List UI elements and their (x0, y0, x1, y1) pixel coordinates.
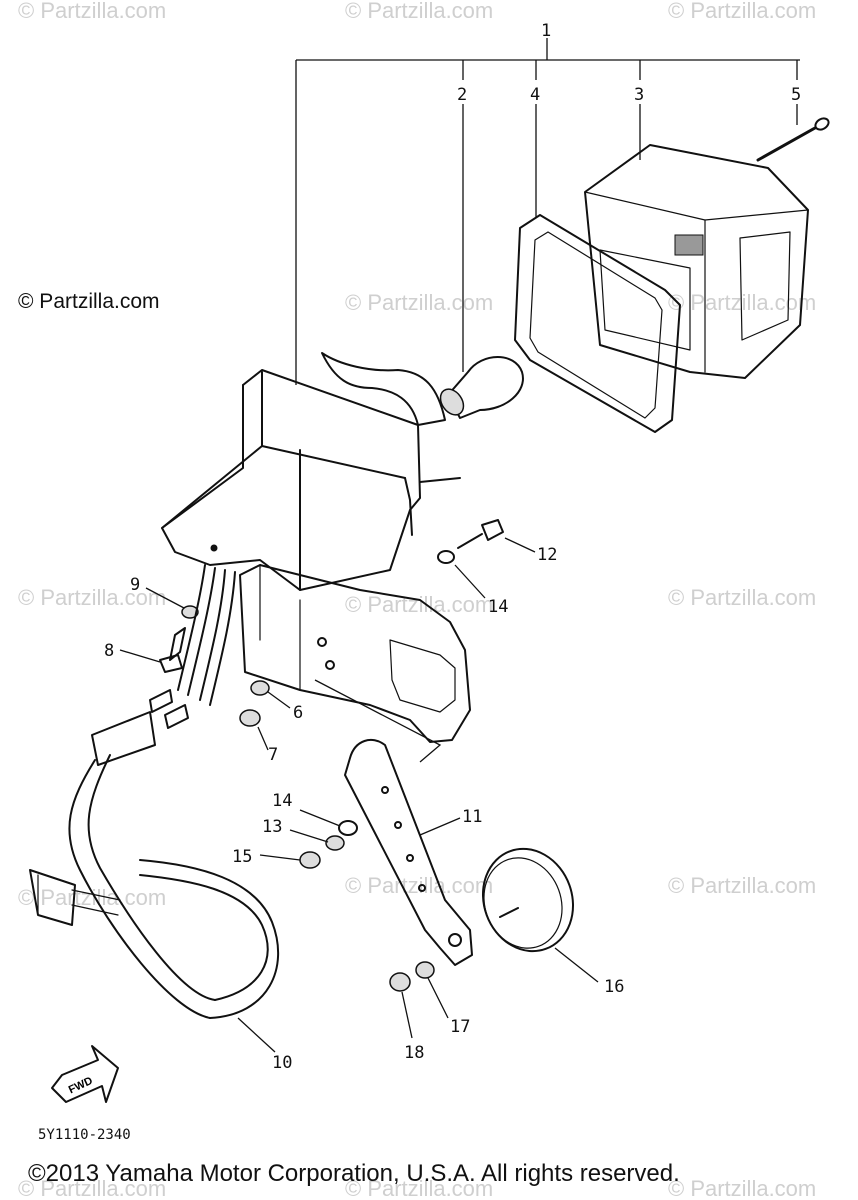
watermark: © Partzilla.com (668, 1176, 816, 1200)
callout-5: 5 (791, 85, 801, 105)
reflector-bracket-11 (344, 738, 473, 966)
watermark: © Partzilla.com (345, 1176, 493, 1200)
callout-1: 1 (541, 21, 551, 41)
watermark: © Partzilla.com (18, 585, 166, 610)
watermark: © Partzilla.com (345, 592, 493, 617)
callout-2: 2 (457, 85, 467, 105)
watermark: © Partzilla.com (18, 1176, 166, 1200)
callout-18: 18 (404, 1043, 424, 1063)
callout-10: 10 (272, 1053, 292, 1073)
copyright-label: © Partzilla.com (18, 290, 160, 313)
callout-12: 12 (537, 545, 557, 565)
callout-17: 17 (450, 1017, 470, 1037)
forward-arrow-icon: FWD (51, 1045, 119, 1103)
callout-11: 11 (462, 807, 482, 827)
callout-4: 4 (530, 85, 540, 105)
callout-13: 13 (262, 817, 282, 837)
assembly-bracket-leader (295, 38, 800, 385)
callout-15: 15 (232, 847, 252, 867)
nut-18 (389, 972, 413, 1039)
callout-8: 8 (104, 641, 114, 661)
watermark: © Partzilla.com (668, 585, 816, 610)
callout-labels: 1 2 3 4 5 6 7 8 9 10 11 12 13 14 14 15 1… (104, 21, 801, 1073)
callout-6: 6 (293, 703, 303, 723)
watermark: © Partzilla.com (18, 0, 166, 23)
nut-9 (145, 587, 199, 619)
part-code: 5Y1110-2340 (38, 1127, 131, 1143)
callout-16: 16 (604, 977, 624, 997)
license-bracket (239, 564, 471, 763)
washer-17 (415, 961, 449, 1019)
watermark: © Partzilla.com (668, 873, 816, 898)
watermark: © Partzilla.com (18, 885, 166, 910)
bolt-8 (119, 627, 186, 673)
bolt-12 (457, 519, 536, 553)
forward-arrow-label: FWD (67, 1075, 95, 1096)
nut-15 (259, 851, 321, 869)
reflector-16 (481, 847, 599, 983)
callout-3: 3 (634, 85, 644, 105)
lens-gasket-4 (514, 214, 681, 433)
callout-7: 7 (268, 745, 278, 765)
washer-14a (437, 550, 486, 599)
tail-lens-3 (584, 144, 809, 379)
callout-14b: 14 (272, 791, 292, 811)
wire-harness-10 (29, 564, 280, 1053)
washer-13 (289, 829, 345, 851)
watermark: © Partzilla.com (345, 290, 493, 315)
callout-14a: 14 (488, 597, 508, 617)
washer-14b (299, 809, 358, 836)
tail-light-housing (161, 352, 461, 591)
callout-9: 9 (130, 575, 140, 595)
watermark: © Partzilla.com (668, 0, 816, 23)
watermark: © Partzilla.com (345, 0, 493, 23)
watermark: © Partzilla.com (668, 290, 816, 315)
screw-6 (250, 680, 291, 709)
copyright-footer: ©2013 Yamaha Motor Corporation, U.S.A. A… (28, 1160, 680, 1187)
nut-7 (239, 709, 269, 751)
bulb-2 (439, 356, 524, 419)
long-screw-5 (756, 117, 830, 162)
